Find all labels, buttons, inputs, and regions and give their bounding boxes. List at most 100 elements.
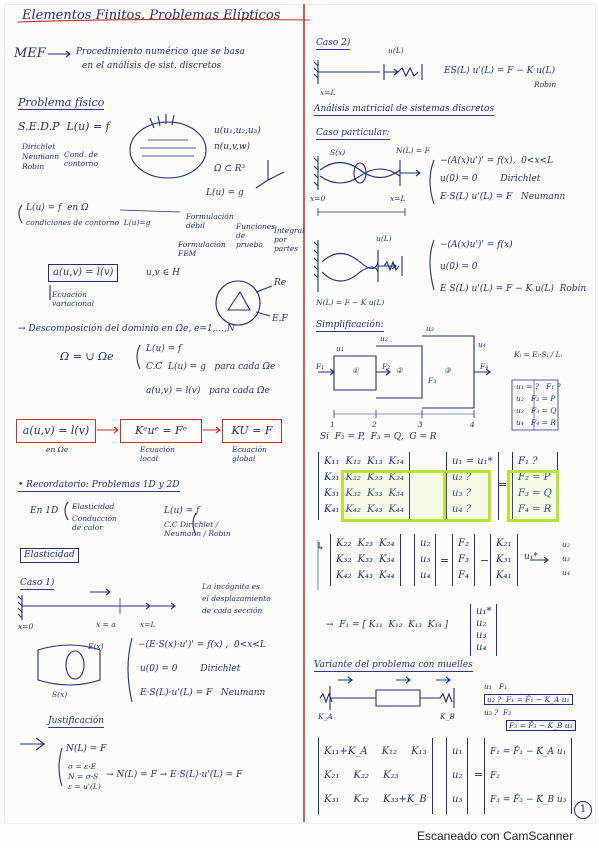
var-legend-2: u₂ ? F₁ = F̂₁ − K_A u₁: [484, 694, 573, 705]
descomposicion-line: → Descomposición del dominio en Ωe, e=1,…: [18, 324, 235, 334]
vector-entry: u₄ ?: [452, 504, 471, 515]
weak-eq-box: a(u,v) = l(v): [48, 264, 119, 282]
variante-heading: Variante del problema con muelles: [314, 660, 473, 672]
elast-eq-3: E·S(L)·u'(L) = F Neumann: [140, 688, 266, 698]
elem-3: ③: [444, 366, 451, 375]
vector-entry: u₄: [420, 570, 431, 581]
en1d-elasticidad: Elasticidad: [72, 502, 115, 511]
elasticidad-heading: Elasticidad: [20, 548, 79, 563]
box-global-eq: KU = F: [222, 419, 282, 443]
vector-entry: u₃: [452, 794, 463, 805]
sigma-1: σ = ε·E: [68, 762, 97, 771]
matrix-cell: K₁₁+K_A: [324, 746, 368, 757]
matrix-cell: K₂₃: [367, 472, 383, 483]
matrix-cell: K₄₂: [345, 504, 362, 515]
notebook-paper: [4, 4, 596, 824]
en1d-conduccion: Conducción de calor: [72, 514, 117, 532]
omega-r3: Ω ⊂ R³: [214, 164, 246, 174]
mef-label: MEF: [14, 46, 46, 61]
si-line: Si F₂ = P, F₃ = Q, G = R: [320, 432, 437, 442]
kb-label: K_B: [440, 712, 455, 721]
caso2-ul: u(L): [388, 46, 404, 55]
cp2-eq-1: −(A(x)u')' = f(x): [440, 240, 513, 250]
nl-eq-f: N(L) = F: [66, 744, 107, 754]
cp-eq-1: −(A(x)u')' = f(x), 0<x<L: [440, 156, 554, 166]
var-legend-3: u₃ ? F₂: [484, 708, 512, 717]
force-3: F₃: [428, 376, 437, 385]
bc-robin: Robin: [22, 162, 45, 171]
legend-row-3: u₃ F₃ = Q: [516, 406, 557, 415]
form-label-2: Funciones de prueba: [236, 222, 276, 249]
vector-entry: F₄ = R: [518, 504, 552, 515]
matrix-cell: K₁₂: [381, 746, 398, 757]
cp-sx: S(x): [330, 148, 346, 157]
matrix-cell: K₁₃: [367, 456, 383, 467]
cp-eq-3: E·S(L) u'(L) = F Neumann: [440, 192, 566, 202]
ki-eq: Kᵢ = Eᵢ·Sᵢ / Lᵢ: [514, 350, 562, 359]
box1-caption: en Ωe: [46, 445, 69, 454]
lu-f-local: L(u) = f: [146, 344, 182, 354]
box-global-eq-text: KU = F: [231, 424, 273, 437]
matrix-cell: K₄₄: [379, 570, 395, 581]
box2-caption: Ecuación local: [140, 445, 175, 463]
ex-label: E(x): [88, 642, 104, 651]
legend-row-1: u₁ = ? F₁ ?: [516, 382, 561, 391]
vector-entry: u₂: [420, 538, 431, 549]
caso1-note-2: el desplazamiento: [202, 594, 271, 603]
matrix-cell: K₃₂: [345, 488, 362, 499]
legend-row-2: u₂ F₂ = P: [516, 394, 556, 403]
vector-entry: u₂: [452, 770, 463, 781]
ka-label: K_A: [318, 712, 333, 721]
disp-4: u₄: [478, 340, 486, 349]
displacement-vector: u₁ = u₁* u₂ ? u₃ ? u₄ ?: [446, 452, 499, 520]
matrix-cell: K₃₄: [379, 554, 395, 565]
page-number: 1: [574, 801, 592, 819]
recordatorio-heading: • Recordatorio: Problemas 1D y 2D: [18, 480, 180, 492]
vector-entry: F₃ = Q: [518, 488, 552, 499]
node-2: 2: [372, 420, 377, 429]
cc-lu-g-local: C.C L(u) = g para cada Ωe: [146, 362, 276, 372]
matrix-cell: K₂₂: [353, 770, 370, 781]
vector-entry: F₃ = F̂₃ − K_B u₃: [490, 795, 567, 805]
equals-sign: =: [498, 478, 508, 491]
elast-eq-1: −(E·S(x)·u')' = f(x) , 0<x<L: [138, 640, 266, 650]
matrix-cell: K₁₃: [411, 746, 427, 757]
cp2-nl: N(L) = F − K u(L): [316, 298, 385, 307]
cp-nlf: N(L) = F: [396, 146, 430, 155]
mef-text-2: en el análisis de sist. discretos: [82, 61, 222, 71]
page-title: Elementos Finitos. Problemas Elípticos: [22, 8, 281, 23]
cc-list: C.C Dirichlet / Neumann / Robin: [164, 520, 231, 538]
caso2-robin: Robin: [534, 80, 557, 89]
matrix-cell: K₃₁: [324, 794, 340, 805]
matrix-cell: K₃₃: [357, 554, 374, 565]
matrix-cell: K₂₄: [388, 472, 405, 483]
sigma-3: ε = u'(L): [68, 782, 101, 791]
sx-label: S(x): [52, 690, 68, 699]
matrix-cell: K₂₁: [324, 770, 340, 781]
minus-sign: −: [480, 554, 490, 567]
highlight-unknowns: [443, 470, 491, 522]
vector-entry: F₂: [458, 538, 469, 549]
bc-neumann: Neumann: [22, 152, 60, 161]
matrix-cell: K₃₃: [367, 488, 383, 499]
caso1-heading: Caso 1): [20, 578, 55, 590]
vector-entry: F₂: [490, 771, 500, 781]
lu-f-1d: L(u) = f: [164, 506, 200, 516]
vector-entry: u₃: [476, 630, 487, 641]
vector-entry: K₄₁: [496, 570, 512, 581]
caso2-xl: x=L: [320, 88, 336, 97]
elem-2: ②: [396, 366, 403, 375]
matrix-cell: K₂₂: [345, 472, 362, 483]
caso1-x0: x=0: [18, 622, 34, 631]
cp-eq-2: u(0) = 0 Dirichlet: [440, 174, 541, 184]
caso1-note-3: de cada sección: [202, 606, 263, 615]
simplificacion-heading: Simplificación:: [316, 320, 384, 332]
margin-line: [303, 4, 305, 822]
vector-entry: u₄: [476, 642, 487, 653]
